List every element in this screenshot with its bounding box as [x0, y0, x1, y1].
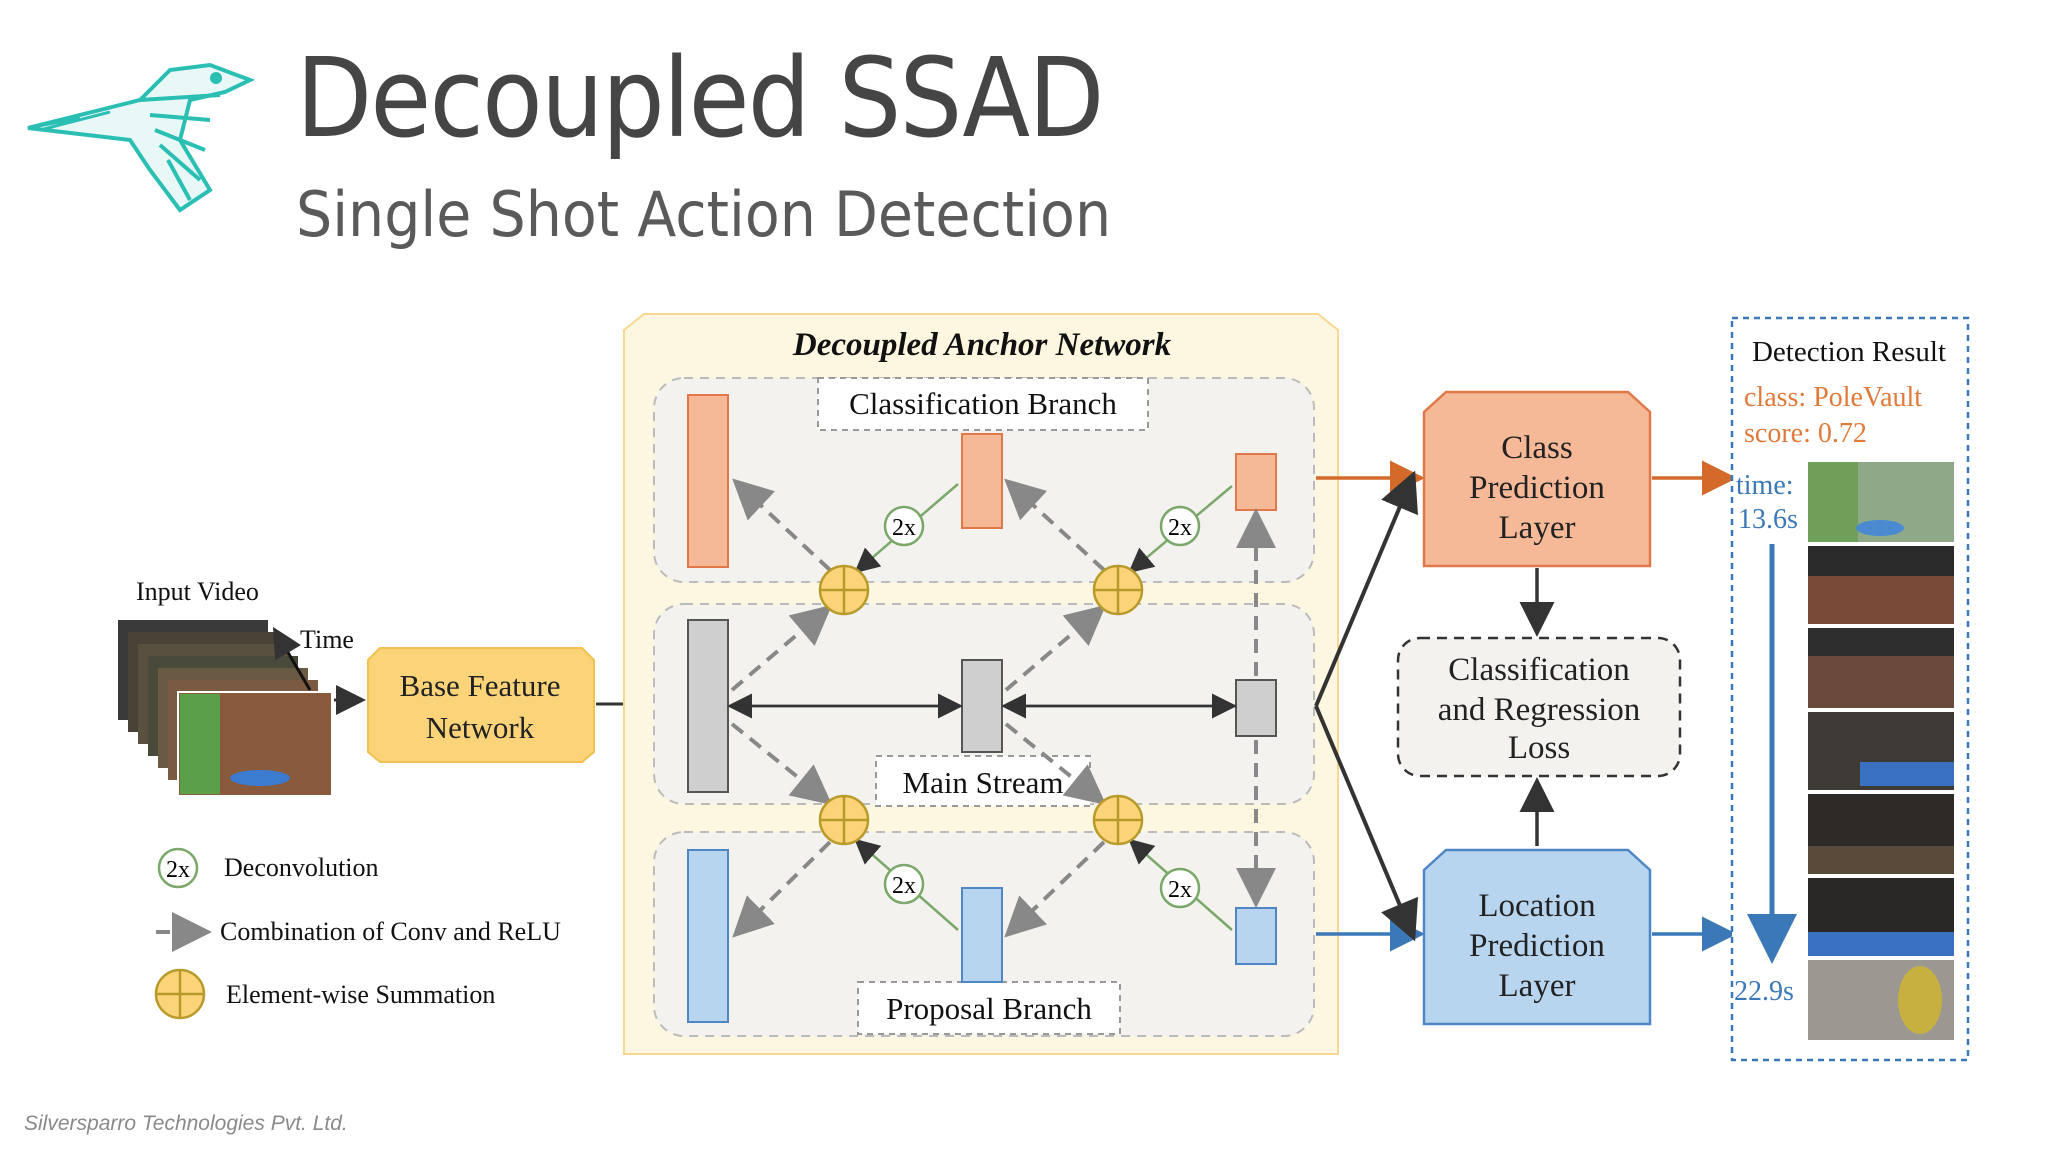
class-feature-1	[687, 394, 729, 568]
summation-icon	[1092, 794, 1144, 846]
start-time-text: 13.6s	[1738, 504, 1798, 535]
slide-title: Decoupled SSAD	[296, 34, 1105, 162]
footer-company: Silversparro Technologies Pvt. Ltd.	[24, 1112, 348, 1135]
location-prediction-layer-box: Location Prediction Layer	[1422, 848, 1652, 1026]
summation-icon	[1092, 564, 1144, 616]
input-video-label: Input Video	[136, 577, 259, 606]
svg-text:Layer: Layer	[1499, 510, 1576, 546]
svg-text:Network: Network	[426, 710, 535, 745]
result-frames	[1808, 462, 1954, 1040]
main-stream-label: Main Stream	[903, 765, 1064, 800]
svg-text:Layer: Layer	[1499, 968, 1576, 1004]
svg-text:Location: Location	[1478, 888, 1595, 924]
legend: 2x Deconvolution Combination of Conv and…	[154, 847, 561, 1020]
classification-branch-label: Classification Branch	[849, 386, 1117, 421]
main-feature-3	[1235, 679, 1277, 737]
main-feature-1	[687, 619, 729, 793]
input-video-frames	[118, 620, 333, 797]
detected-class-text: class: PoleVault	[1744, 382, 1922, 413]
svg-text:Element-wise Summation: Element-wise Summation	[226, 980, 495, 1009]
svg-text:Combination of Conv and ReLU: Combination of Conv and ReLU	[220, 917, 561, 946]
svg-text:and Regression: and Regression	[1438, 692, 1641, 728]
deconv-badge-3: 2x	[883, 863, 925, 905]
time-label: time:	[1736, 470, 1794, 501]
class-feature-2	[961, 433, 1003, 529]
svg-text:2x: 2x	[166, 857, 190, 883]
slide-subtitle: Single Shot Action Detection	[296, 178, 1112, 251]
deconvolution-legend-icon: 2x	[157, 847, 199, 889]
proposal-branch-label: Proposal Branch	[886, 991, 1092, 1026]
svg-text:Class: Class	[1501, 430, 1573, 466]
summation-legend-icon	[154, 968, 206, 1020]
svg-text:2x: 2x	[1168, 877, 1192, 903]
class-feature-3	[1235, 453, 1277, 511]
summation-icon	[818, 794, 870, 846]
svg-text:2x: 2x	[892, 873, 916, 899]
svg-text:Prediction: Prediction	[1469, 470, 1605, 506]
svg-text:Classification: Classification	[1448, 652, 1629, 688]
classification-regression-loss-box: Classification and Regression Loss	[1396, 636, 1682, 778]
svg-text:2x: 2x	[1168, 515, 1192, 541]
deconv-badge-4: 2x	[1159, 867, 1201, 909]
svg-text:Deconvolution: Deconvolution	[224, 853, 379, 882]
svg-text:Loss: Loss	[1508, 730, 1570, 766]
proposal-feature-2	[961, 887, 1003, 983]
proposal-feature-1	[687, 849, 729, 1023]
class-prediction-layer-box: Class Prediction Layer	[1422, 390, 1652, 568]
deconv-badge-1: 2x	[883, 505, 925, 547]
base-feature-network-box: Base Feature Network	[367, 647, 595, 763]
summation-icon	[818, 564, 870, 616]
bird-logo-icon	[27, 62, 256, 213]
svg-text:Prediction: Prediction	[1469, 928, 1605, 964]
deconv-badge-2: 2x	[1159, 505, 1201, 547]
proposal-feature-3	[1235, 907, 1277, 965]
detected-score-text: score: 0.72	[1744, 418, 1867, 449]
main-feature-2	[961, 659, 1003, 753]
svg-text:2x: 2x	[892, 515, 916, 541]
anchor-network-title: Decoupled Anchor Network	[792, 327, 1172, 363]
end-time-text: 22.9s	[1734, 976, 1794, 1007]
svg-text:Base Feature: Base Feature	[400, 668, 561, 703]
time-axis-label: Time	[300, 625, 354, 654]
detection-result-title: Detection Result	[1752, 336, 1946, 368]
